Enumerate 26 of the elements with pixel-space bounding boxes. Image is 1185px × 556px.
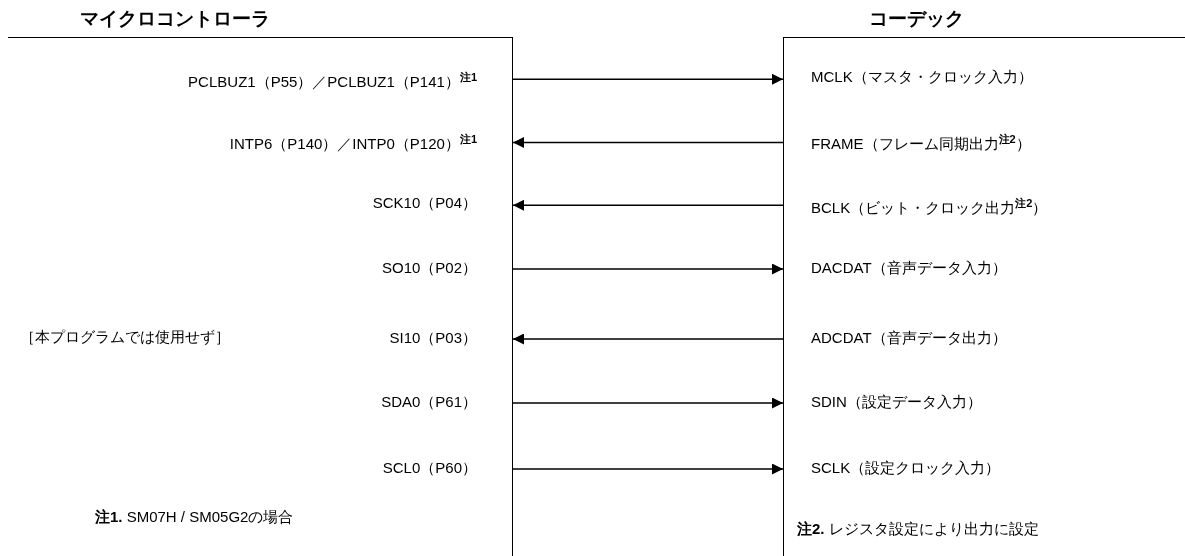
pin-label: INTP6（P140）／INTP0（P120）$^{注1}$ (229, 129, 513, 154)
signal-arrow (512, 137, 784, 148)
pin-label: PCLBUZ1（P55）／PCLBUZ1（P141）$^{注1}$ (188, 67, 513, 92)
pin-label: SO10（P02） (381, 258, 513, 278)
pin-label: SDA0（P61） (381, 392, 513, 412)
note-text: ［本プログラムでは使用せず］ (20, 328, 230, 347)
signal-arrow (512, 199, 784, 211)
block-heading: マイクロコントローラ (80, 7, 270, 31)
pin-label: SDIN（設定データ入力） (783, 392, 982, 412)
pin-label: FRAME（フレーム同期出力$^{注2}$） (783, 129, 1031, 154)
signal-arrow (512, 397, 784, 409)
pin-label: SCL0（P60） (382, 458, 513, 478)
pin-label: DACDAT（音声データ入力） (783, 258, 1007, 278)
pin-label: ADCDAT（音声データ出力） (783, 328, 1007, 348)
pin-label: SI10（P03） (389, 328, 513, 348)
signal-arrow (512, 333, 784, 345)
note-text: 注2. レジスタ設定により出力に設定 (797, 520, 1039, 539)
block-heading: コーデック (869, 7, 964, 31)
signal-arrow (512, 263, 784, 275)
note-text: 注1. SM07H / SM05G2の場合 (95, 508, 294, 527)
pin-label: MCLK（マスタ・クロック入力） (783, 67, 1033, 87)
pin-label: SCLK（設定クロック入力） (783, 458, 1001, 478)
signal-arrow (512, 73, 784, 85)
signal-arrow (512, 463, 784, 475)
pin-label: BCLK（ビット・クロック出力$^{注2}$） (783, 193, 1048, 218)
pin-label: SCK10（P04） (372, 193, 513, 213)
